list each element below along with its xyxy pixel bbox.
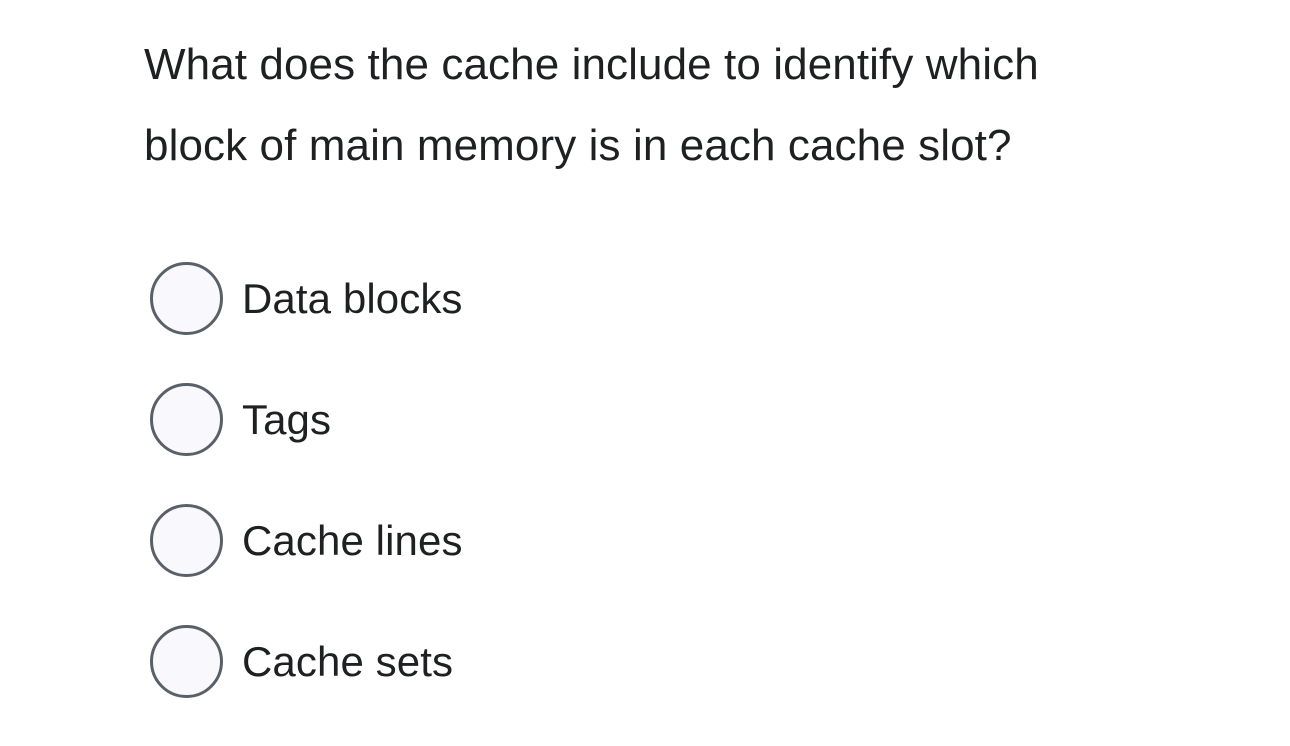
option-label-cache-lines: Cache lines [242,516,463,564]
radio-button-cache-lines[interactable] [150,504,223,577]
question-prompt: What does the cache include to identify … [144,40,1039,170]
radio-button-tags[interactable] [150,383,223,456]
option-row-1[interactable]: Data blocks [150,262,463,335]
option-label-tags: Tags [242,395,332,443]
option-row-4[interactable]: Cache sets [150,625,453,698]
option-row-2[interactable]: Tags [150,383,331,456]
option-row-3[interactable]: Cache lines [150,504,463,577]
radio-button-cache-sets[interactable] [150,625,223,698]
answer-options-list: Data blocks Tags Cache lines Cache sets [150,262,1150,698]
radio-button-data-blocks[interactable] [150,262,223,335]
option-label-data-blocks: Data blocks [242,274,463,322]
option-label-cache-sets: Cache sets [242,637,454,685]
